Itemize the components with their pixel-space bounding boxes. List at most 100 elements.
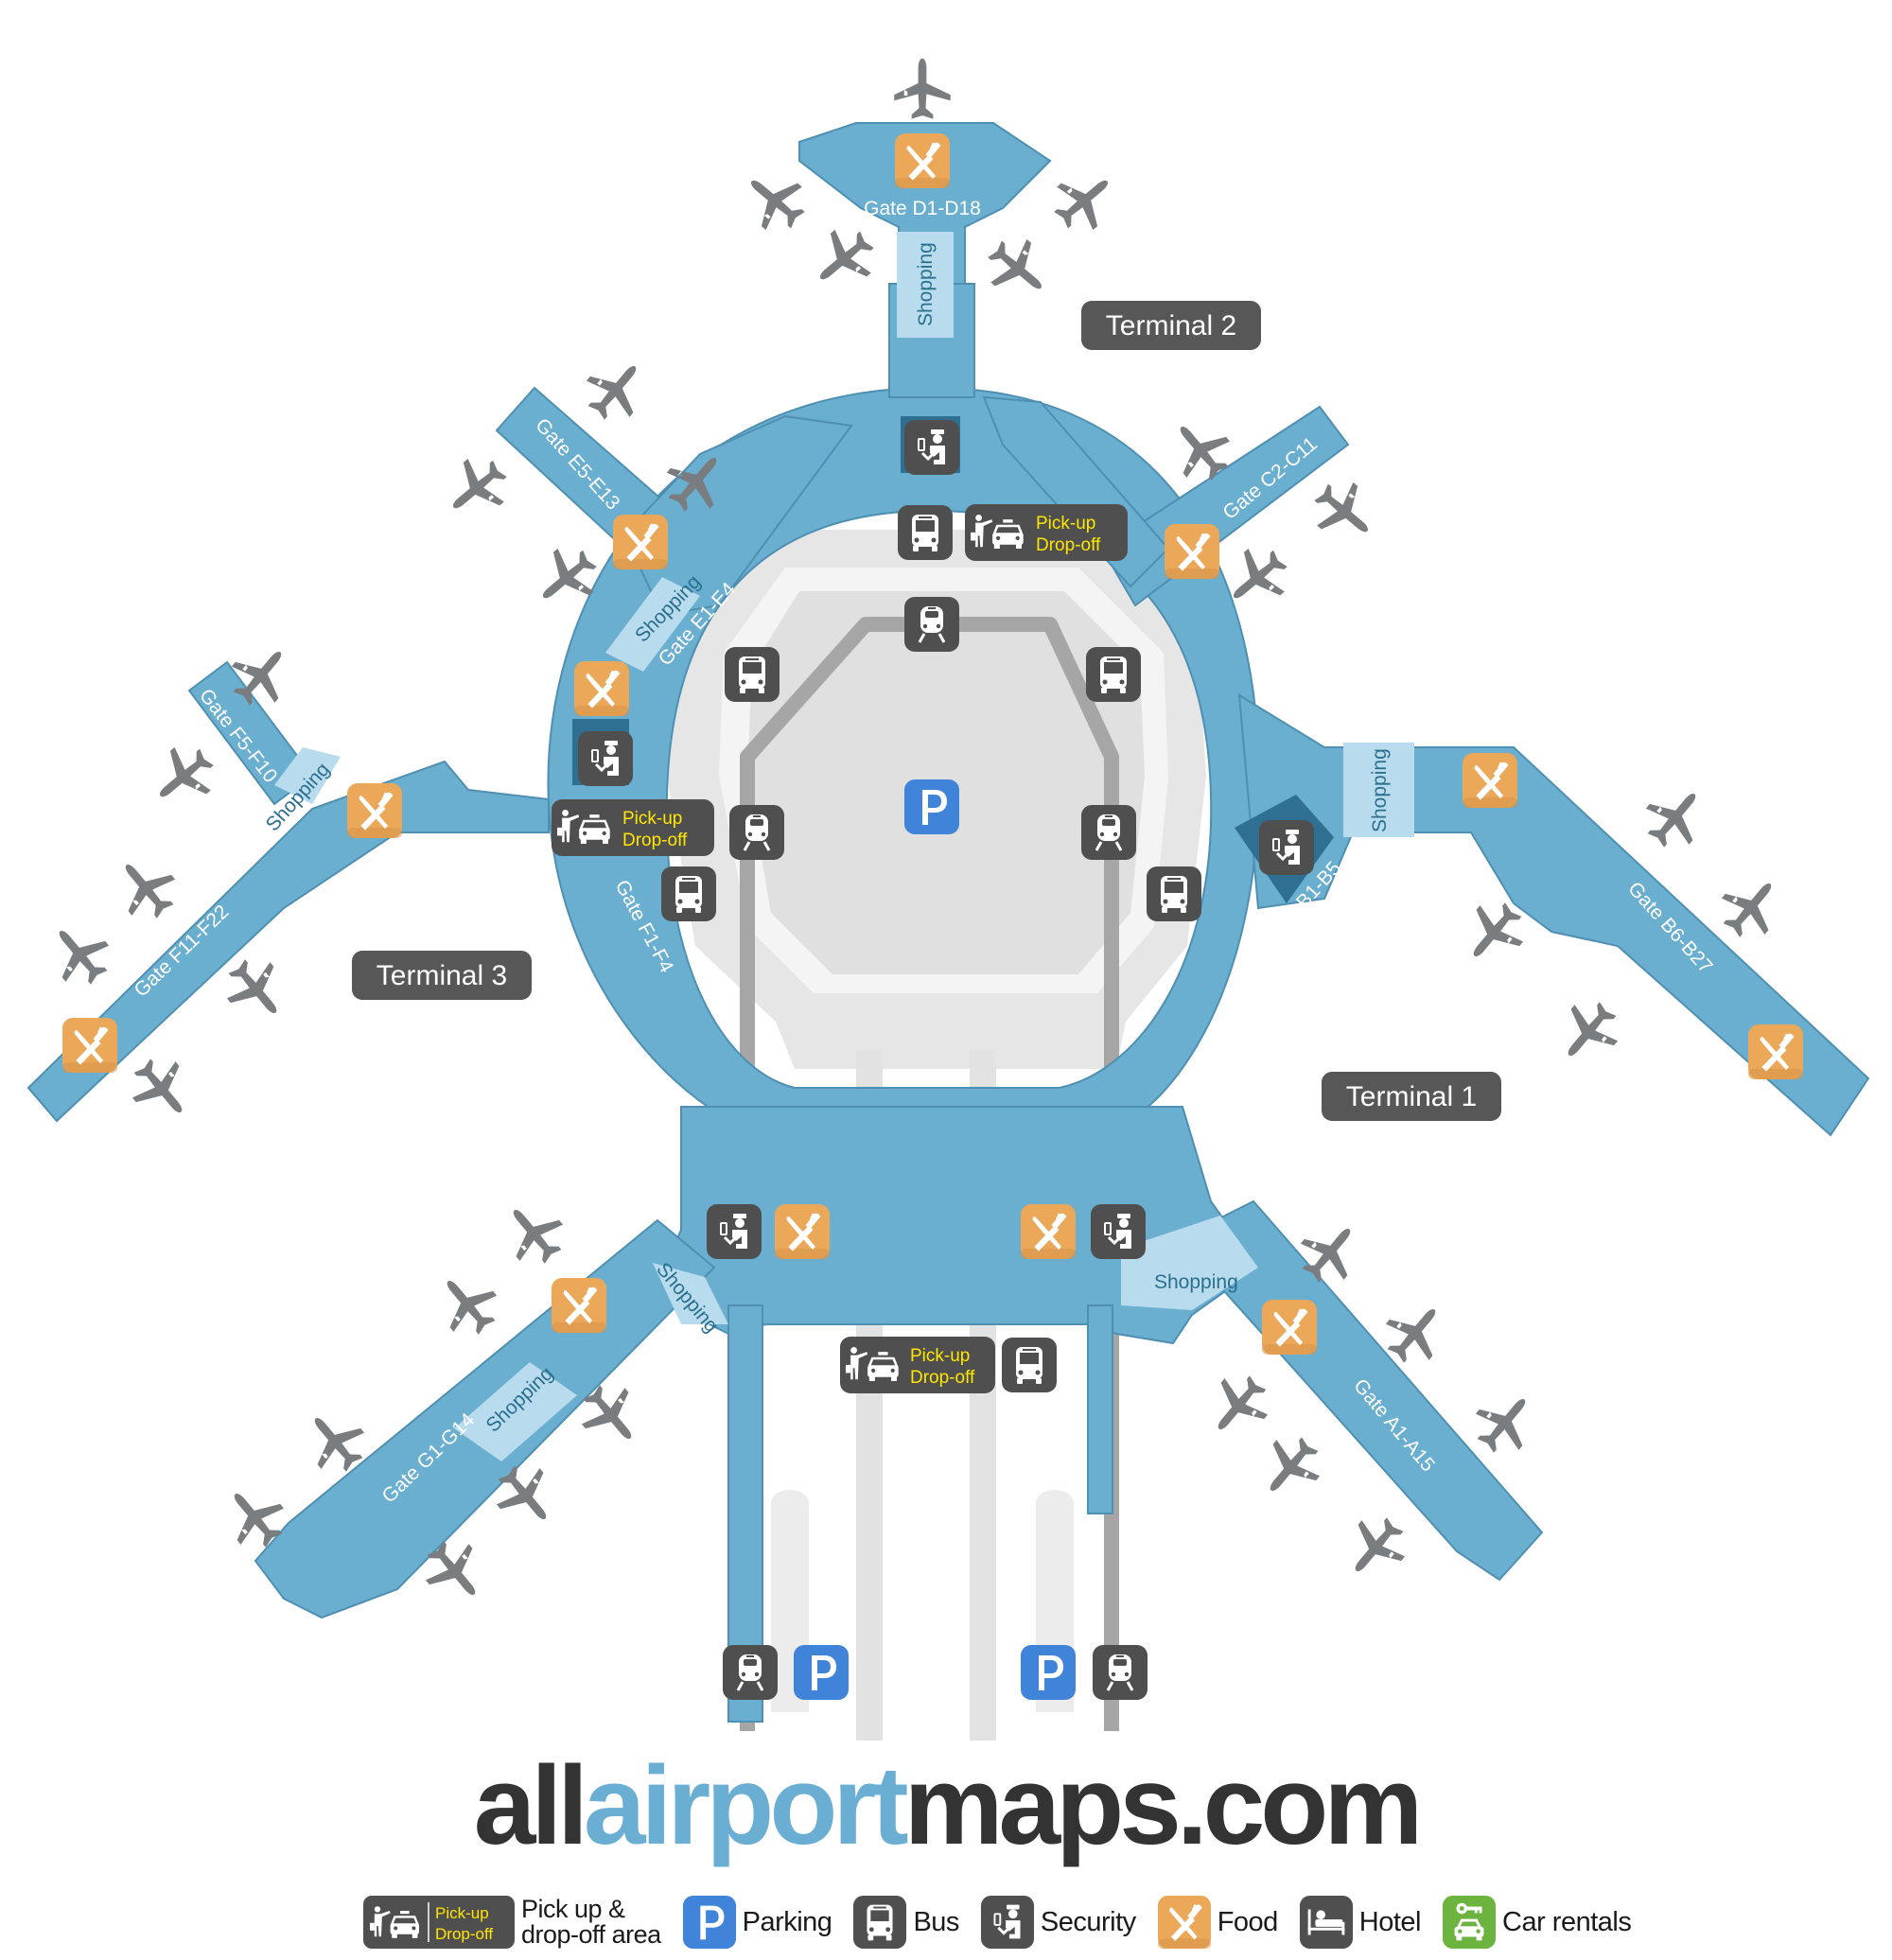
- food-icon[interactable]: [1020, 1203, 1077, 1260]
- security-icon: [979, 1895, 1035, 1950]
- airplane-icon: [894, 58, 951, 119]
- security-icon[interactable]: [1090, 1203, 1147, 1260]
- bus-icon[interactable]: [1002, 1338, 1057, 1392]
- legend-label: Car rentals: [1502, 1906, 1632, 1937]
- food-icon[interactable]: [612, 514, 669, 570]
- pickup-badge-south[interactable]: Pick-up Drop-off: [840, 1337, 995, 1393]
- food-icon[interactable]: [894, 132, 951, 189]
- svg-text:Drop-off: Drop-off: [622, 831, 688, 850]
- security-icon[interactable]: [903, 419, 960, 476]
- brand-logo: allairportmaps.com: [0, 1750, 1892, 1862]
- bus-icon: [853, 1895, 907, 1950]
- shopping-label: Shopping: [1154, 1271, 1238, 1293]
- legend-label: drop-off area: [521, 1920, 661, 1949]
- airplane-icon: [38, 913, 121, 996]
- airplane-icon: [1042, 159, 1126, 242]
- brand-part-maps: maps.com: [903, 1743, 1424, 1868]
- parking-icon[interactable]: [1021, 1645, 1076, 1700]
- airplane-icon: [104, 847, 187, 930]
- food-icon[interactable]: [551, 1277, 607, 1334]
- bus-icon[interactable]: [1147, 866, 1201, 921]
- food-icon[interactable]: [61, 1017, 118, 1074]
- legend: Pick-up Drop-off Pick up & drop-off area…: [362, 1894, 1652, 1951]
- parking-icon[interactable]: [794, 1645, 849, 1700]
- airplane-icon: [1634, 776, 1717, 859]
- terminal-2-badge: Terminal 2: [1081, 301, 1261, 350]
- legend-item-bus: Bus: [852, 1895, 959, 1950]
- airplane-icon: [802, 218, 885, 301]
- airplane-icon: [1303, 470, 1386, 553]
- svg-text:Drop-off: Drop-off: [1036, 535, 1101, 555]
- train-icon[interactable]: [1092, 1644, 1148, 1701]
- brand-part-airport: airport: [583, 1743, 909, 1868]
- airplane-icon: [142, 735, 225, 818]
- airplane-icon: [574, 348, 657, 431]
- parking-icon: [682, 1895, 736, 1950]
- bus-icon[interactable]: [725, 647, 780, 702]
- airplane-icon: [1249, 1426, 1332, 1509]
- food-icon[interactable]: [1261, 1299, 1318, 1356]
- brand-part-all: all: [473, 1743, 588, 1868]
- shopping-label: Shopping: [1369, 748, 1391, 832]
- airplane-icon: [120, 1047, 203, 1130]
- bus-icon[interactable]: [661, 866, 716, 921]
- food-icon[interactable]: [1164, 523, 1220, 580]
- shopping-zones: [274, 232, 1414, 1461]
- legend-label: Pick up &: [521, 1895, 625, 1923]
- security-icon[interactable]: [706, 1203, 762, 1260]
- airplane-icon: [492, 1192, 575, 1275]
- security-icon[interactable]: [1258, 819, 1315, 876]
- svg-text:Pick-up: Pick-up: [622, 809, 682, 829]
- food-icon[interactable]: [573, 660, 630, 717]
- food-icon[interactable]: [1747, 1024, 1804, 1080]
- svg-text:Pick-up: Pick-up: [435, 1904, 489, 1922]
- svg-text:Drop-off: Drop-off: [435, 1925, 493, 1943]
- airplane-icon: [1197, 1364, 1280, 1447]
- food-icon[interactable]: [1462, 752, 1518, 809]
- pickup-badge-north[interactable]: Pick-up Drop-off: [965, 504, 1128, 561]
- food-icon[interactable]: [346, 782, 403, 839]
- airplane-icon: [435, 446, 518, 530]
- svg-text:Terminal 3: Terminal 3: [377, 960, 507, 991]
- airplane-icon: [1547, 990, 1630, 1074]
- train-icon[interactable]: [722, 1644, 779, 1701]
- train-icon[interactable]: [1080, 804, 1137, 861]
- legend-item-parking: Parking: [682, 1895, 832, 1950]
- gate-label-d: Gate D1-D18: [864, 198, 981, 219]
- legend-label: Hotel: [1358, 1906, 1422, 1937]
- svg-text:Terminal 1: Terminal 1: [1346, 1081, 1477, 1112]
- train-icon[interactable]: [903, 596, 960, 653]
- legend-item-food: Food: [1156, 1895, 1278, 1950]
- terminal-1-badge: Terminal 1: [1322, 1072, 1501, 1121]
- airplane-icon: [426, 1263, 509, 1346]
- legend-item-hotel: Hotel: [1299, 1895, 1422, 1950]
- svg-text:Drop-off: Drop-off: [910, 1368, 975, 1388]
- terminal-badges: Terminal 2 Terminal 3 Terminal 1: [352, 301, 1501, 1121]
- svg-text:Terminal 2: Terminal 2: [1106, 310, 1236, 341]
- hotel-icon: [1299, 1895, 1353, 1950]
- shopping-label: Shopping: [915, 242, 937, 326]
- pickup-dropoff-icon: Pick-up Drop-off: [363, 1896, 515, 1949]
- food-icon[interactable]: [774, 1203, 831, 1260]
- svg-text:Pick-up: Pick-up: [1036, 514, 1095, 534]
- terminal-3-badge: Terminal 3: [352, 951, 532, 1000]
- legend-item-security: Security: [979, 1895, 1136, 1950]
- airplane-icon: [1334, 1506, 1417, 1589]
- bus-icon[interactable]: [898, 505, 953, 560]
- legend-label: Security: [1040, 1906, 1136, 1937]
- airplane-icon: [976, 227, 1060, 310]
- legend-item-car-rentals: Car rentals: [1442, 1895, 1632, 1950]
- food-icon: [1156, 1895, 1212, 1950]
- train-icon[interactable]: [728, 804, 785, 861]
- pickup-badge-west[interactable]: Pick-up Drop-off: [552, 799, 714, 856]
- bus-icon[interactable]: [1086, 647, 1141, 702]
- legend-item-pickup: Pick-up Drop-off Pick up & drop-off area: [362, 1895, 661, 1950]
- car-rental-icon: [1442, 1895, 1497, 1950]
- parking-icon[interactable]: [904, 779, 959, 834]
- security-icon[interactable]: [577, 730, 634, 787]
- legend-label: Parking: [742, 1906, 832, 1937]
- airplane-icon: [1709, 866, 1793, 949]
- airplane-icon: [1463, 1381, 1547, 1464]
- svg-text:Pick-up: Pick-up: [910, 1346, 970, 1366]
